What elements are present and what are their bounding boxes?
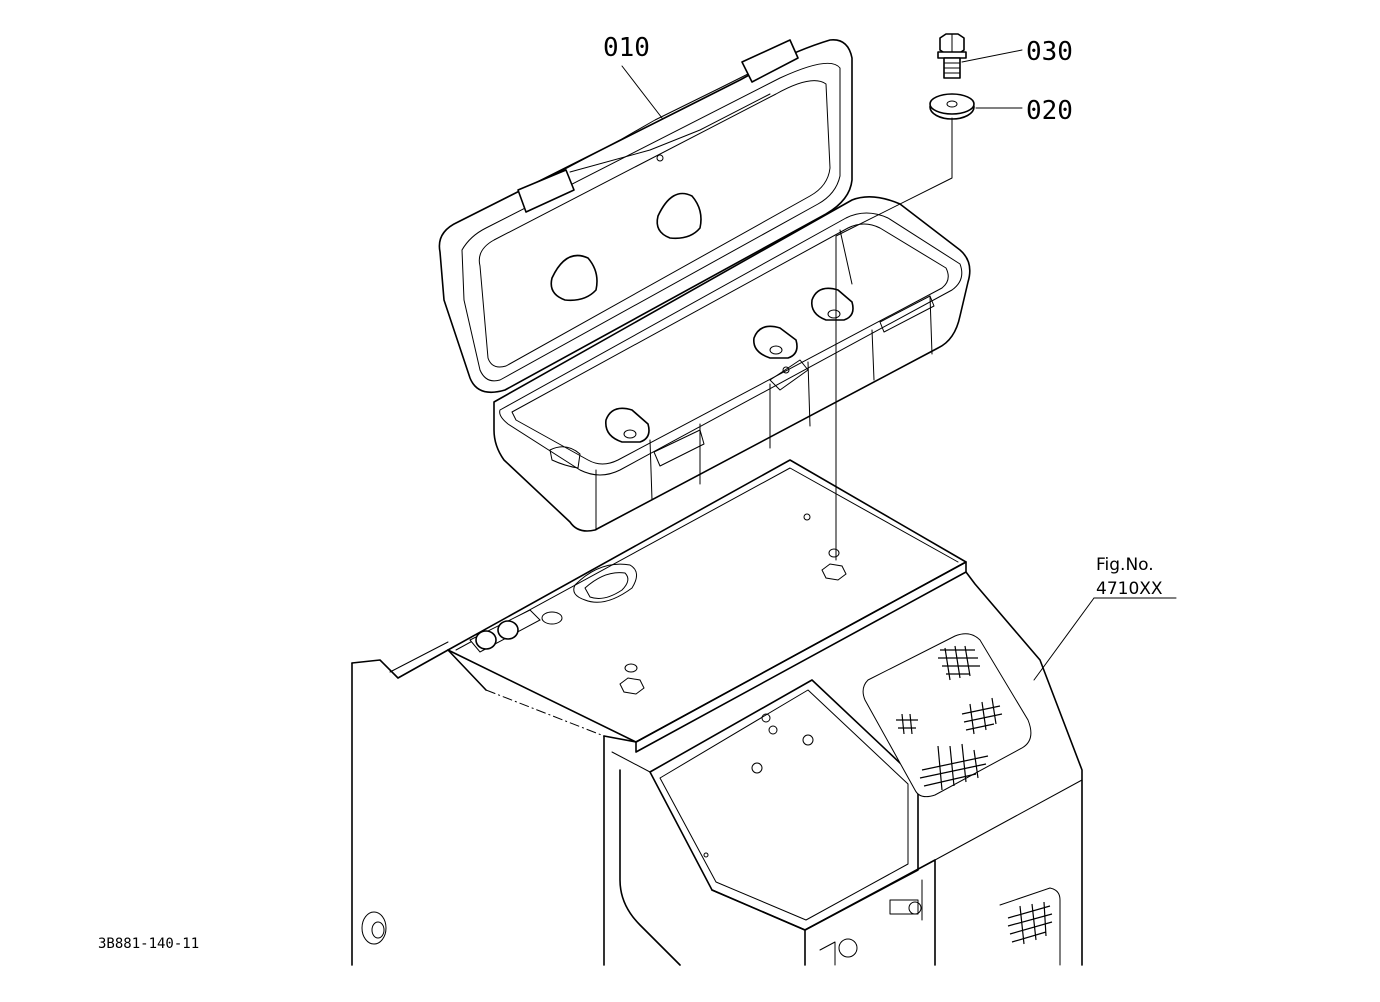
callout-030: 030 [1026,37,1073,67]
washer-020 [929,93,975,120]
fig-no-value: 4710XX [1096,579,1163,599]
callout-020: 020 [1026,96,1073,126]
tool-box [438,39,971,532]
fig-no-label: Fig.No. [1096,555,1154,575]
callout-010: 010 [603,33,650,63]
assembly-line [835,117,953,561]
bolt-030 [937,33,967,79]
engine-cover-housing [351,459,1083,966]
grille-mesh [896,645,1053,945]
drawing-code: 3B881-140-11 [98,936,199,952]
plate-features [469,513,847,695]
leader-lines [621,49,1177,681]
